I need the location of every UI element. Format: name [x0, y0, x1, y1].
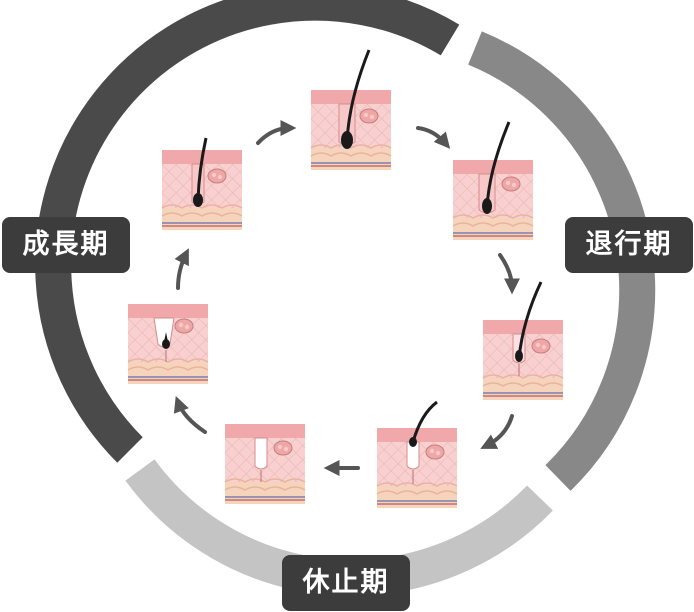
- arrow-4-to-5: [480, 414, 514, 449]
- phase-ring: [35, 0, 656, 596]
- cycle-arrows: [173, 120, 520, 476]
- arrow-2-to-3: [416, 126, 451, 149]
- ring-arc-anagen: [35, 0, 460, 463]
- stage-1-anagen-start: [161, 137, 243, 231]
- phase-label-telogen: 休止期: [282, 555, 410, 611]
- arrow-6-to-7: [173, 396, 207, 434]
- arrow-3-to-4: [498, 253, 520, 295]
- stage-6-telogen-shed: [224, 423, 306, 505]
- phase-label-catagen: 退行期: [565, 217, 693, 273]
- phase-label-anagen: 成長期: [2, 217, 130, 273]
- stage-2-anagen-full: [310, 49, 392, 171]
- stage-4-catagen: [482, 281, 564, 401]
- arrow-7-to-1: [174, 248, 189, 290]
- stage-7-early-anagen: [127, 303, 209, 385]
- stage-5-telogen: [376, 400, 458, 509]
- stage-3-anagen-late: [452, 121, 534, 241]
- arrow-1-to-2: [256, 120, 297, 145]
